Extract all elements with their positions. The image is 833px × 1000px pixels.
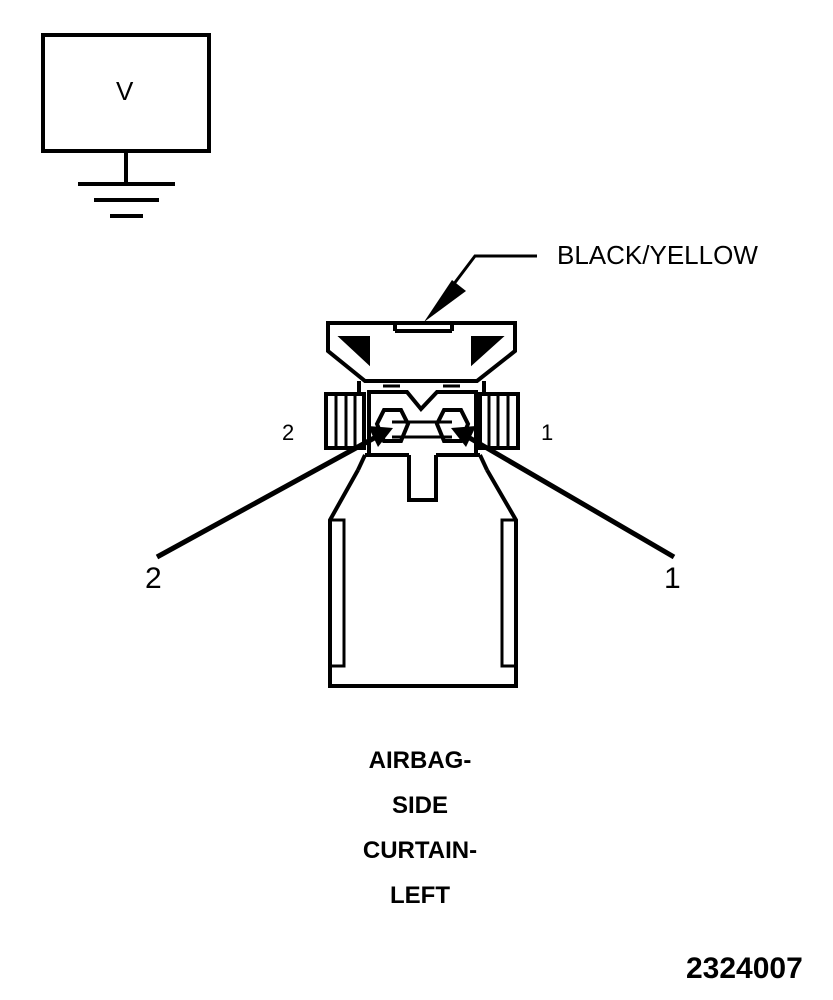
terminal-cavity-2	[374, 408, 411, 443]
pin-callout-label-1: 1	[664, 562, 681, 595]
component-name-line: SIDE	[391, 792, 448, 819]
figure-id: 2324007	[686, 952, 803, 985]
wire-color-leader	[424, 254, 537, 322]
terminal-cavity-1	[434, 408, 471, 443]
voltmeter	[41, 33, 211, 218]
voltmeter-label: V	[116, 76, 134, 106]
cavity-label-2: 2	[282, 420, 295, 445]
pin-callouts	[155, 426, 676, 560]
wire-color-label: BLACK/YELLOW	[557, 240, 758, 270]
pin-callout-line-2	[155, 434, 378, 560]
ground-symbol-icon	[78, 151, 175, 218]
connector-housing	[324, 321, 520, 688]
pin-callout-arrow-2	[368, 426, 393, 447]
component-name-line: CURTAIN-	[362, 837, 478, 864]
pin-callout-arrow-1	[451, 426, 476, 447]
cavity-label-1: 1	[541, 420, 554, 445]
pin-callout-line-1	[466, 434, 676, 560]
component-name: AIRBAG- SIDE CURTAIN- LEFT	[320, 738, 520, 918]
leader-arrowhead	[424, 280, 466, 322]
pin-callout-label-2: 2	[145, 562, 162, 595]
component-name-line: AIRBAG-	[368, 747, 472, 774]
component-name-line: LEFT	[390, 882, 450, 909]
